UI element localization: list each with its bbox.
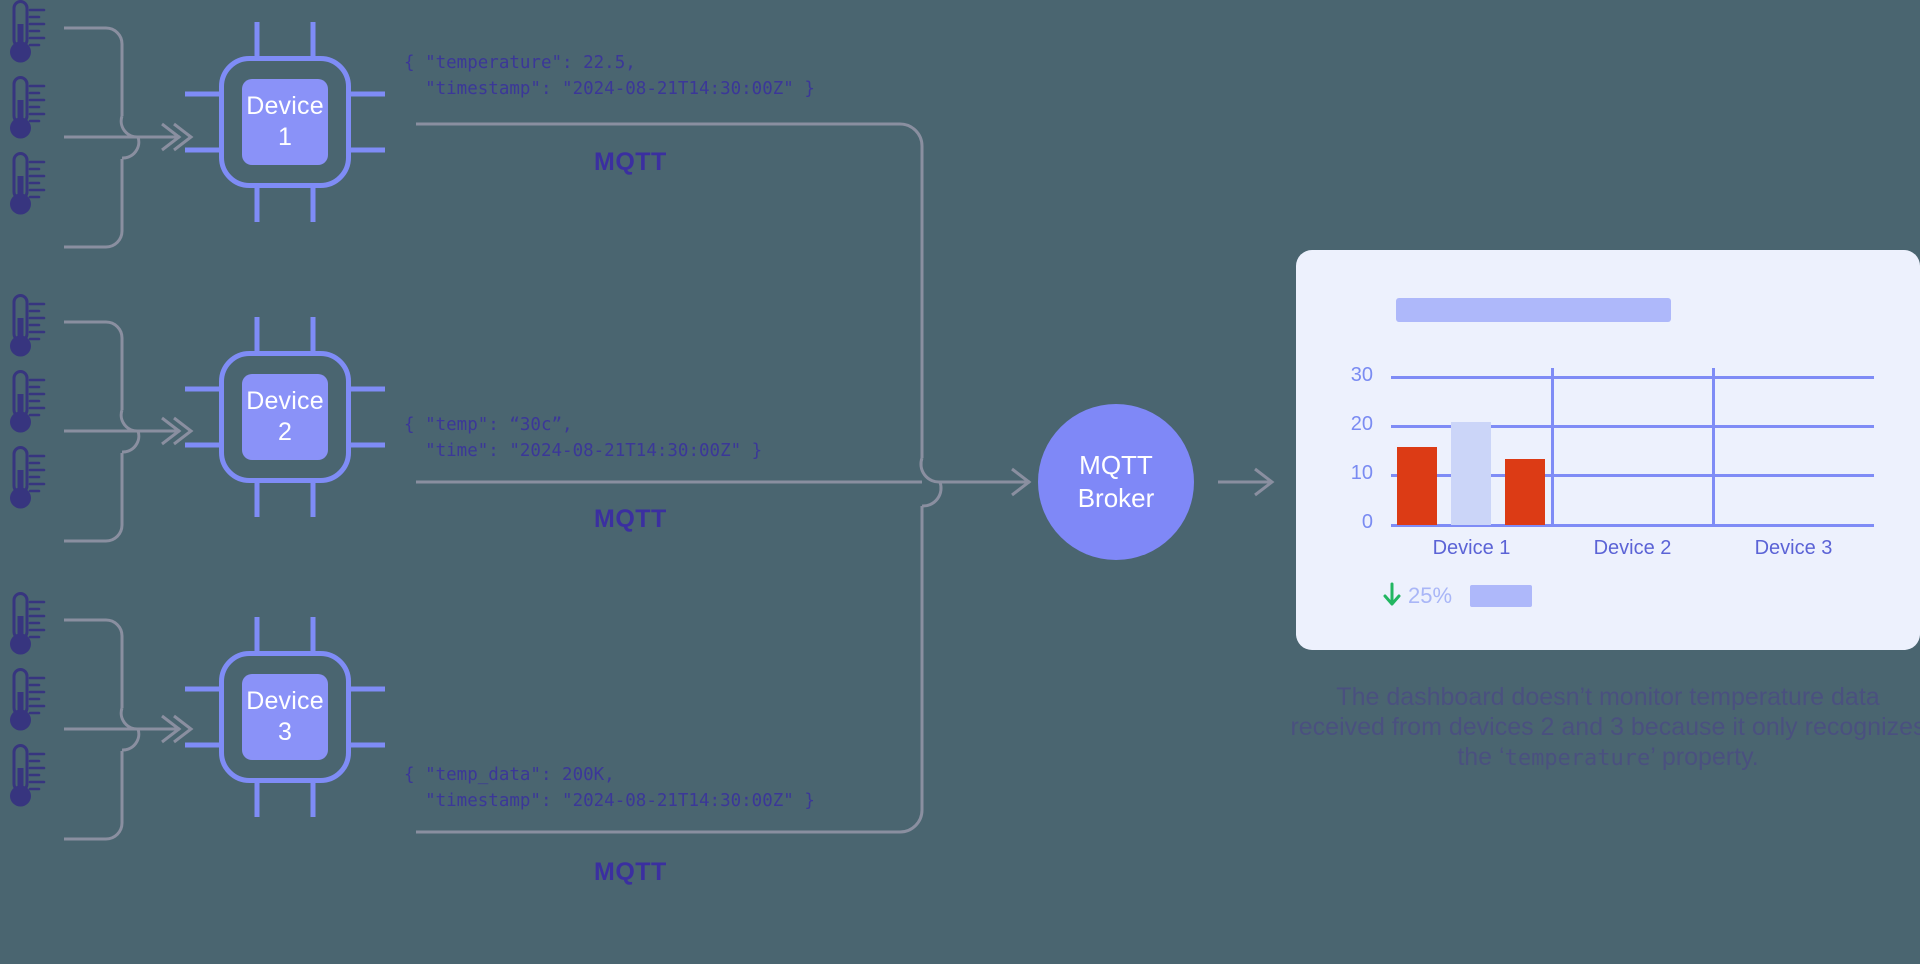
sensor-merge-arrow-device-3 <box>62 612 197 852</box>
protocol-label-device-1: MQTT <box>594 148 667 176</box>
thermometer-icon-device-3-3 <box>4 742 46 814</box>
protocol-label-device-2: MQTT <box>594 505 667 533</box>
caption-quote-open: ‘ <box>1499 743 1505 771</box>
y-axis-tick-10: 10 <box>1350 461 1373 484</box>
caption-quote-close: ’ <box>1650 743 1655 771</box>
gridline-x-2 <box>1711 368 1715 525</box>
gridline-y-0 <box>1391 523 1874 527</box>
dashboard-title-placeholder <box>1396 298 1671 322</box>
payload-json-device-1: { "temperature": 22.5, "timestamp": "202… <box>404 53 815 99</box>
x-axis-tick-0: Device 1 <box>1432 537 1511 559</box>
broker-label-line1: MQTT <box>1079 450 1153 480</box>
legend-color-swatch <box>1470 585 1532 607</box>
x-axis-tick-1: Device 2 <box>1593 537 1672 559</box>
y-axis-tick-30: 30 <box>1350 363 1373 386</box>
sensor-merge-arrow-device-2 <box>62 314 197 554</box>
caption-text-part2: property. <box>1654 743 1759 771</box>
arrow-down-icon <box>1382 582 1402 608</box>
thermometer-icon-device-2-2 <box>4 368 46 440</box>
bar-device-1-bar-a <box>1397 446 1437 525</box>
bar-device-1-bar-b <box>1451 421 1491 525</box>
y-axis-tick-0: 0 <box>1361 511 1373 533</box>
caption-code-property: temperature <box>1504 746 1651 771</box>
thermometer-icon-device-1-3 <box>4 150 46 222</box>
thermometer-icon-device-3-2 <box>4 666 46 738</box>
payload-json-device-3: { "temp_data": 200K, "timestamp": "2024-… <box>404 765 815 811</box>
gridline-x-1 <box>1550 368 1554 525</box>
legend-percent: 25% <box>1408 583 1453 608</box>
sensor-merge-arrow-device-1 <box>62 20 197 260</box>
dashboard-caption: The dashboard doesn’t monitor temperatur… <box>1288 682 1920 774</box>
y-axis-tick-20: 20 <box>1350 412 1373 435</box>
thermometer-icon-device-1-2 <box>4 74 46 146</box>
thermometer-icon-device-2-3 <box>4 444 46 516</box>
thermometer-icon-device-2-1 <box>4 292 46 364</box>
caption-text-part1: The dashboard doesn’t monitor temperatur… <box>1290 683 1920 771</box>
gridline-y-20 <box>1391 425 1874 429</box>
x-axis-tick-2: Device 3 <box>1754 537 1833 559</box>
protocol-label-device-3: MQTT <box>594 858 667 886</box>
thermometer-icon-device-3-1 <box>4 590 46 662</box>
gridline-y-10 <box>1391 474 1874 478</box>
broker-label-line2: Broker <box>1077 483 1155 513</box>
payload-json-device-2: { "temp": “30c”, "time": "2024-08-21T14:… <box>404 415 763 461</box>
thermometer-icon-device-1-1 <box>4 0 46 70</box>
gridline-y-30 <box>1391 376 1874 380</box>
bar-device-1-bar-c <box>1505 458 1545 525</box>
